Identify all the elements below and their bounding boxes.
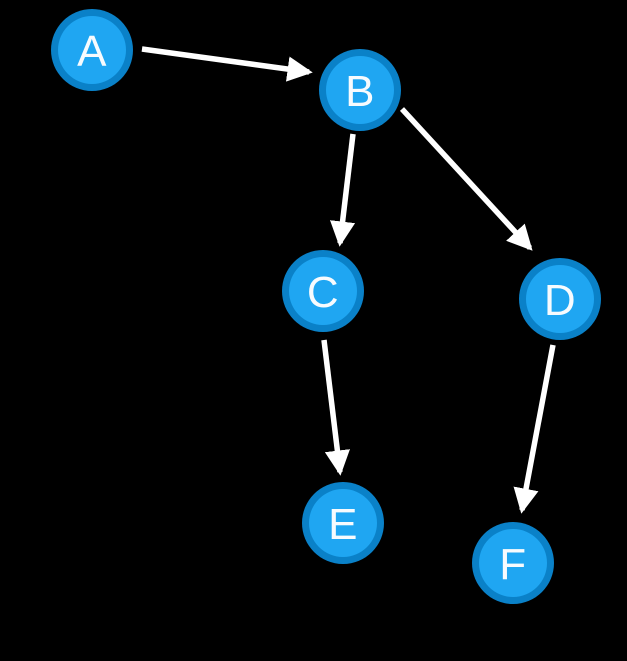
node-A[interactable]: A	[51, 9, 133, 91]
node-E[interactable]: E	[302, 482, 384, 564]
node-E-fill	[309, 489, 377, 557]
edge-C-E	[321, 339, 350, 476]
edge-B-D	[399, 107, 533, 251]
node-B-label: B	[345, 67, 375, 116]
node-C-fill	[289, 257, 357, 325]
node-E-label: E	[328, 500, 358, 549]
edge-A-B	[141, 46, 313, 82]
edge-D-F	[513, 344, 556, 514]
node-F-fill	[479, 529, 547, 597]
node-A-fill	[58, 16, 126, 84]
node-C-label: C	[307, 268, 339, 317]
node-F-label: F	[499, 540, 526, 589]
node-D[interactable]: D	[519, 258, 601, 340]
node-D-fill	[526, 265, 594, 333]
node-F[interactable]: F	[472, 522, 554, 604]
node-D-label: D	[544, 276, 576, 325]
node-C[interactable]: C	[282, 250, 364, 332]
edge-B-C	[329, 133, 356, 247]
node-B[interactable]: B	[319, 49, 401, 131]
node-B-fill	[326, 56, 394, 124]
node-A-label: A	[77, 27, 107, 76]
